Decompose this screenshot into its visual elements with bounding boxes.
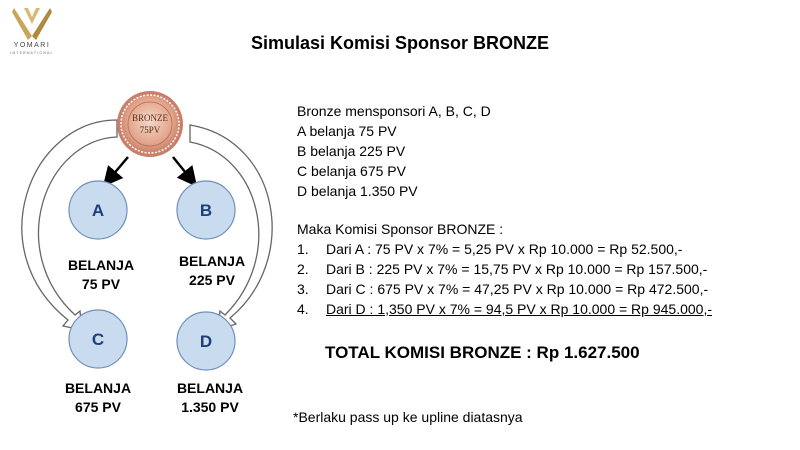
info-line: B belanja 225 PV: [297, 143, 406, 159]
info-line: C belanja 675 PV: [297, 163, 406, 179]
info-line: D belanja 1.350 PV: [297, 183, 418, 199]
calc-item: 4.Dari D : 1,350 PV x 7% = 94,5 PV x Rp …: [297, 301, 713, 317]
yomari-logo-icon: [12, 8, 52, 40]
info-line: Bronze mensponsori A, B, C, D: [297, 103, 491, 119]
node-b-caption-line2: 225 PV: [189, 272, 235, 288]
logo-subtitle: INTERNATIONAL: [10, 51, 54, 55]
node-a-caption: BELANJA 75 PV: [46, 256, 156, 294]
node-a: A: [68, 180, 128, 240]
node-d-caption-line1: BELANJA: [176, 380, 244, 396]
total-commission: TOTAL KOMISI BRONZE : Rp 1.627.500: [325, 343, 640, 362]
bronze-medal: BRONZE 75PV: [117, 91, 183, 157]
arrow-to-a: [102, 156, 129, 187]
node-a-caption-line1: BELANJA: [67, 257, 135, 273]
node-c-caption-line2: 675 PV: [75, 399, 121, 415]
footnote: *Berlaku pass up ke upline diatasnya: [293, 409, 523, 425]
node-c-caption: BELANJA 675 PV: [43, 379, 153, 417]
medal-label-line2: 75PV: [140, 125, 161, 135]
node-b-letter: B: [200, 201, 212, 220]
info-line: A belanja 75 PV: [297, 123, 397, 139]
medal-label-line1: BRONZE: [132, 113, 169, 123]
node-b: B: [176, 180, 236, 240]
arrow-to-b: [172, 156, 198, 187]
sponsor-diagram: BRONZE 75PV A B C D: [21, 91, 273, 371]
node-d-caption: BELANJA 1.350 PV: [155, 379, 265, 417]
node-d-letter: D: [200, 332, 212, 351]
node-a-caption-line2: 75 PV: [81, 276, 121, 292]
node-c-caption-line1: BELANJA: [64, 380, 132, 396]
logo: YOMARI INTERNATIONAL: [10, 6, 54, 55]
calc-item: 3.Dari C : 675 PV x 7% = 47,25 PV x Rp 1…: [297, 281, 709, 297]
node-b-caption: BELANJA 225 PV: [157, 252, 267, 290]
calc-heading: Maka Komisi Sponsor BRONZE :: [297, 221, 504, 237]
page-title: Simulasi Komisi Sponsor BRONZE: [250, 33, 550, 53]
node-d: D: [176, 311, 236, 371]
node-a-letter: A: [92, 201, 104, 220]
calc-item: 1.Dari A : 75 PV x 7% = 5,25 PV x Rp 10.…: [297, 241, 683, 257]
node-c-letter: C: [92, 330, 104, 349]
node-c: C: [68, 309, 128, 369]
logo-name: YOMARI: [13, 42, 51, 49]
info-block: Bronze mensponsori A, B, C, D A belanja …: [297, 101, 712, 319]
node-b-caption-line1: BELANJA: [178, 253, 246, 269]
node-d-caption-line2: 1.350 PV: [181, 399, 239, 415]
calc-item: 2.Dari B : 225 PV x 7% = 15,75 PV x Rp 1…: [297, 261, 708, 277]
calc-list: 1.Dari A : 75 PV x 7% = 5,25 PV x Rp 10.…: [297, 239, 712, 319]
